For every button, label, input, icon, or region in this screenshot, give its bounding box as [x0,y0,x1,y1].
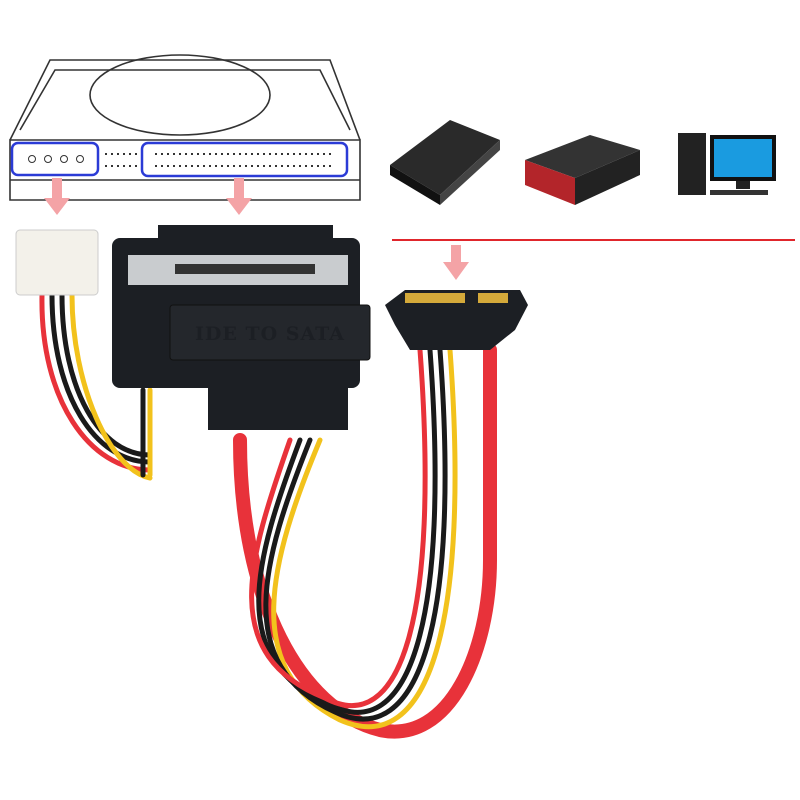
ide-port-highlight [105,141,349,178]
hard-drive-outline [9,54,361,201]
hdd-enclosure-icon [390,120,500,205]
molex-connector [15,229,99,296]
arrow-icon [44,178,469,280]
cables [39,292,497,739]
sata-connector [385,290,528,350]
desktop-computer-icon [678,133,776,195]
hdd-docking-station-icon [525,135,640,205]
molex-port-highlight [10,141,100,177]
adapter-label: IDE TO SATA [195,323,345,345]
ide-to-sata-adapter: IDE TO SATA [112,225,371,430]
